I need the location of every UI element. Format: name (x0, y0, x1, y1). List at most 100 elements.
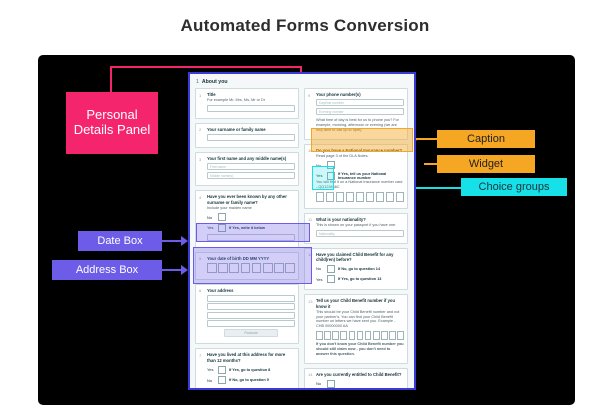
option-label: No (316, 381, 322, 387)
choice-option[interactable]: Yes If Yes, go to question 13 (316, 275, 404, 284)
digit-cell[interactable] (207, 262, 217, 273)
question-number: 10 (308, 148, 313, 154)
digit-cell[interactable] (397, 331, 405, 341)
question-card-nationality[interactable]: 11 What is your nationality? This is sho… (304, 212, 408, 244)
question-card[interactable]: 12 Have you claimed Child Benefit for an… (304, 247, 408, 291)
text-input[interactable] (207, 233, 295, 241)
digit-cell[interactable] (356, 331, 364, 341)
checkbox[interactable] (218, 223, 226, 232)
digit-cell[interactable] (251, 262, 262, 273)
checkbox[interactable] (327, 264, 335, 273)
digit-cell[interactable] (324, 331, 331, 341)
choice-option[interactable]: No (316, 379, 404, 388)
digit-cell[interactable] (372, 331, 380, 341)
digit-cell[interactable] (345, 191, 355, 202)
callout-caption[interactable]: Caption (437, 130, 535, 148)
checkbox[interactable] (327, 161, 335, 170)
digit-cell[interactable] (389, 331, 396, 341)
question-card[interactable]: 3 Your first name and any middle name(s)… (195, 152, 299, 187)
checkbox[interactable] (218, 365, 226, 374)
checkbox[interactable] (327, 275, 335, 284)
option-label: No (316, 162, 322, 168)
digit-cell[interactable] (340, 331, 348, 341)
question-label: Do you have a National Insurance number? (316, 147, 403, 153)
text-input-middle-names[interactable]: Middle name(s) (207, 172, 295, 180)
text-input[interactable] (207, 104, 295, 112)
text-input-evening-number[interactable]: Evening number (316, 108, 404, 116)
digit-cell[interactable] (332, 331, 339, 341)
digit-cell[interactable] (240, 262, 251, 273)
digit-cell[interactable] (316, 331, 323, 341)
question-hint: Include your maiden name (207, 205, 252, 210)
question-card[interactable]: 1 Title For example Mr, Mrs, Ms, Mr or D… (195, 88, 299, 119)
choice-option[interactable]: No (207, 213, 295, 222)
callout-address-box[interactable]: Address Box (52, 260, 162, 280)
date-digit-boxes[interactable] (207, 262, 295, 273)
checkbox[interactable] (327, 171, 335, 180)
digit-cell[interactable] (381, 331, 388, 341)
callout-widget[interactable]: Widget (437, 155, 535, 173)
digit-cell[interactable] (325, 191, 335, 202)
question-label: What is your nationality? (316, 216, 366, 222)
checkbox[interactable] (218, 213, 226, 222)
connector-pink-vertical-left (110, 66, 112, 94)
ni-digit-boxes[interactable] (316, 191, 404, 202)
question-label: Have you claimed Child Benefit for any c… (316, 251, 394, 263)
question-card-child-benefit-entitlement[interactable]: 14 Are you currently entitled to Child B… (304, 367, 408, 388)
address-lines[interactable] (207, 294, 295, 328)
digit-cell[interactable] (229, 262, 240, 273)
choice-option[interactable]: Yes If Yes, go to question 8 (207, 365, 295, 374)
digit-cell[interactable] (274, 262, 284, 273)
checkbox[interactable] (218, 376, 226, 385)
callout-choice-groups[interactable]: Choice groups (461, 178, 567, 196)
question-number: 3 (199, 156, 202, 162)
question-number: 12 (308, 252, 313, 258)
checkbox[interactable] (327, 379, 335, 388)
question-number: 11 (308, 217, 313, 223)
address-line-input[interactable] (207, 320, 295, 328)
choice-option[interactable]: Yes If Yes, write it below (207, 223, 295, 232)
choice-option[interactable]: No If No, go to question 14 (316, 264, 404, 273)
question-card[interactable]: 7 Have you lived at this address for mor… (195, 348, 299, 388)
digit-cell[interactable] (262, 262, 273, 273)
digit-cell[interactable] (218, 262, 228, 273)
digit-cell[interactable] (375, 191, 385, 202)
choice-option[interactable]: No If No, go to question 9 (207, 376, 295, 385)
digit-cell[interactable] (395, 191, 404, 202)
address-line-input[interactable] (207, 294, 295, 302)
question-card-national-insurance[interactable]: 10 Do you have a National Insurance numb… (304, 143, 408, 209)
digit-cell[interactable] (365, 191, 375, 202)
digit-cell[interactable] (364, 331, 372, 341)
digit-cell[interactable] (385, 191, 394, 202)
question-number: 6 (199, 288, 202, 294)
option-note: If Yes, write it below (229, 225, 266, 230)
question-caption: What time of day is best for us to phone… (316, 118, 399, 133)
text-input-daytime-number[interactable]: Daytime number (316, 99, 404, 107)
question-card[interactable]: 2 Your surname or family name (195, 122, 299, 149)
question-card-child-benefit-number[interactable]: 13 Tell us your Child Benefit number if … (304, 294, 408, 364)
question-card[interactable]: 4 Have you ever been known by any other … (195, 190, 299, 248)
text-input[interactable] (207, 134, 295, 142)
child-benefit-digit-boxes[interactable] (316, 331, 405, 341)
question-number: 9 (308, 92, 311, 98)
digit-cell[interactable] (285, 262, 295, 273)
callout-date-box[interactable]: Date Box (78, 231, 162, 251)
digit-cell[interactable] (316, 191, 325, 202)
callout-personal-details-panel[interactable]: Personal Details Panel (66, 92, 158, 154)
digit-cell[interactable] (348, 331, 356, 341)
postcode-button[interactable]: Postcode (224, 329, 278, 338)
question-card-date-of-birth[interactable]: 5 Your date of birth DD MM YYYY (195, 251, 299, 280)
digit-cell[interactable] (335, 191, 345, 202)
text-input-first-name[interactable]: First name (207, 163, 295, 171)
choice-option[interactable]: Yes If Yes, tell us your National Insura… (316, 171, 404, 180)
question-hint: For example Mr, Mrs, Ms, Mr or Dr (207, 97, 266, 102)
digit-cell[interactable] (355, 191, 365, 202)
address-line-input[interactable] (207, 303, 295, 311)
address-line-input[interactable] (207, 311, 295, 319)
question-label: Your address (207, 287, 234, 293)
question-card-address[interactable]: 6 Your address Postcode (195, 283, 299, 345)
question-card-phone[interactable]: 9 Your phone number(s) Daytime number Ev… (304, 88, 408, 140)
choice-option[interactable]: No (316, 161, 404, 170)
text-input-nationality[interactable]: Nationality (316, 229, 404, 237)
